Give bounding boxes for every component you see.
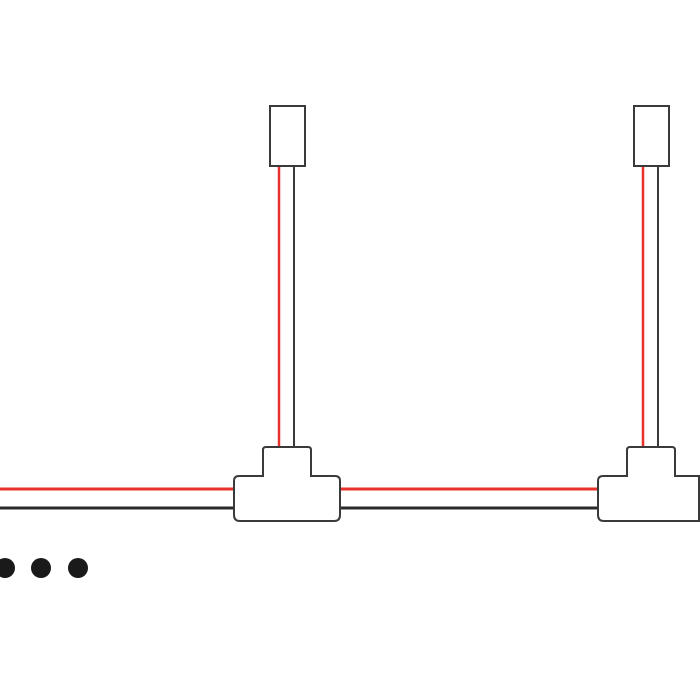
t-connector-1 (233, 446, 341, 522)
main-wire-middle (338, 487, 600, 510)
branch-wire-2 (641, 166, 659, 448)
continuation-dot-2 (31, 558, 51, 578)
continuation-dot-1 (0, 558, 15, 578)
t-connector-2 (597, 446, 700, 522)
end-cap-1 (269, 105, 306, 167)
end-cap-2 (633, 105, 670, 167)
branch-wire-1 (277, 166, 295, 448)
continuation-dot-3 (68, 558, 88, 578)
main-wire-left (0, 487, 236, 510)
continuation-dots (0, 558, 88, 578)
